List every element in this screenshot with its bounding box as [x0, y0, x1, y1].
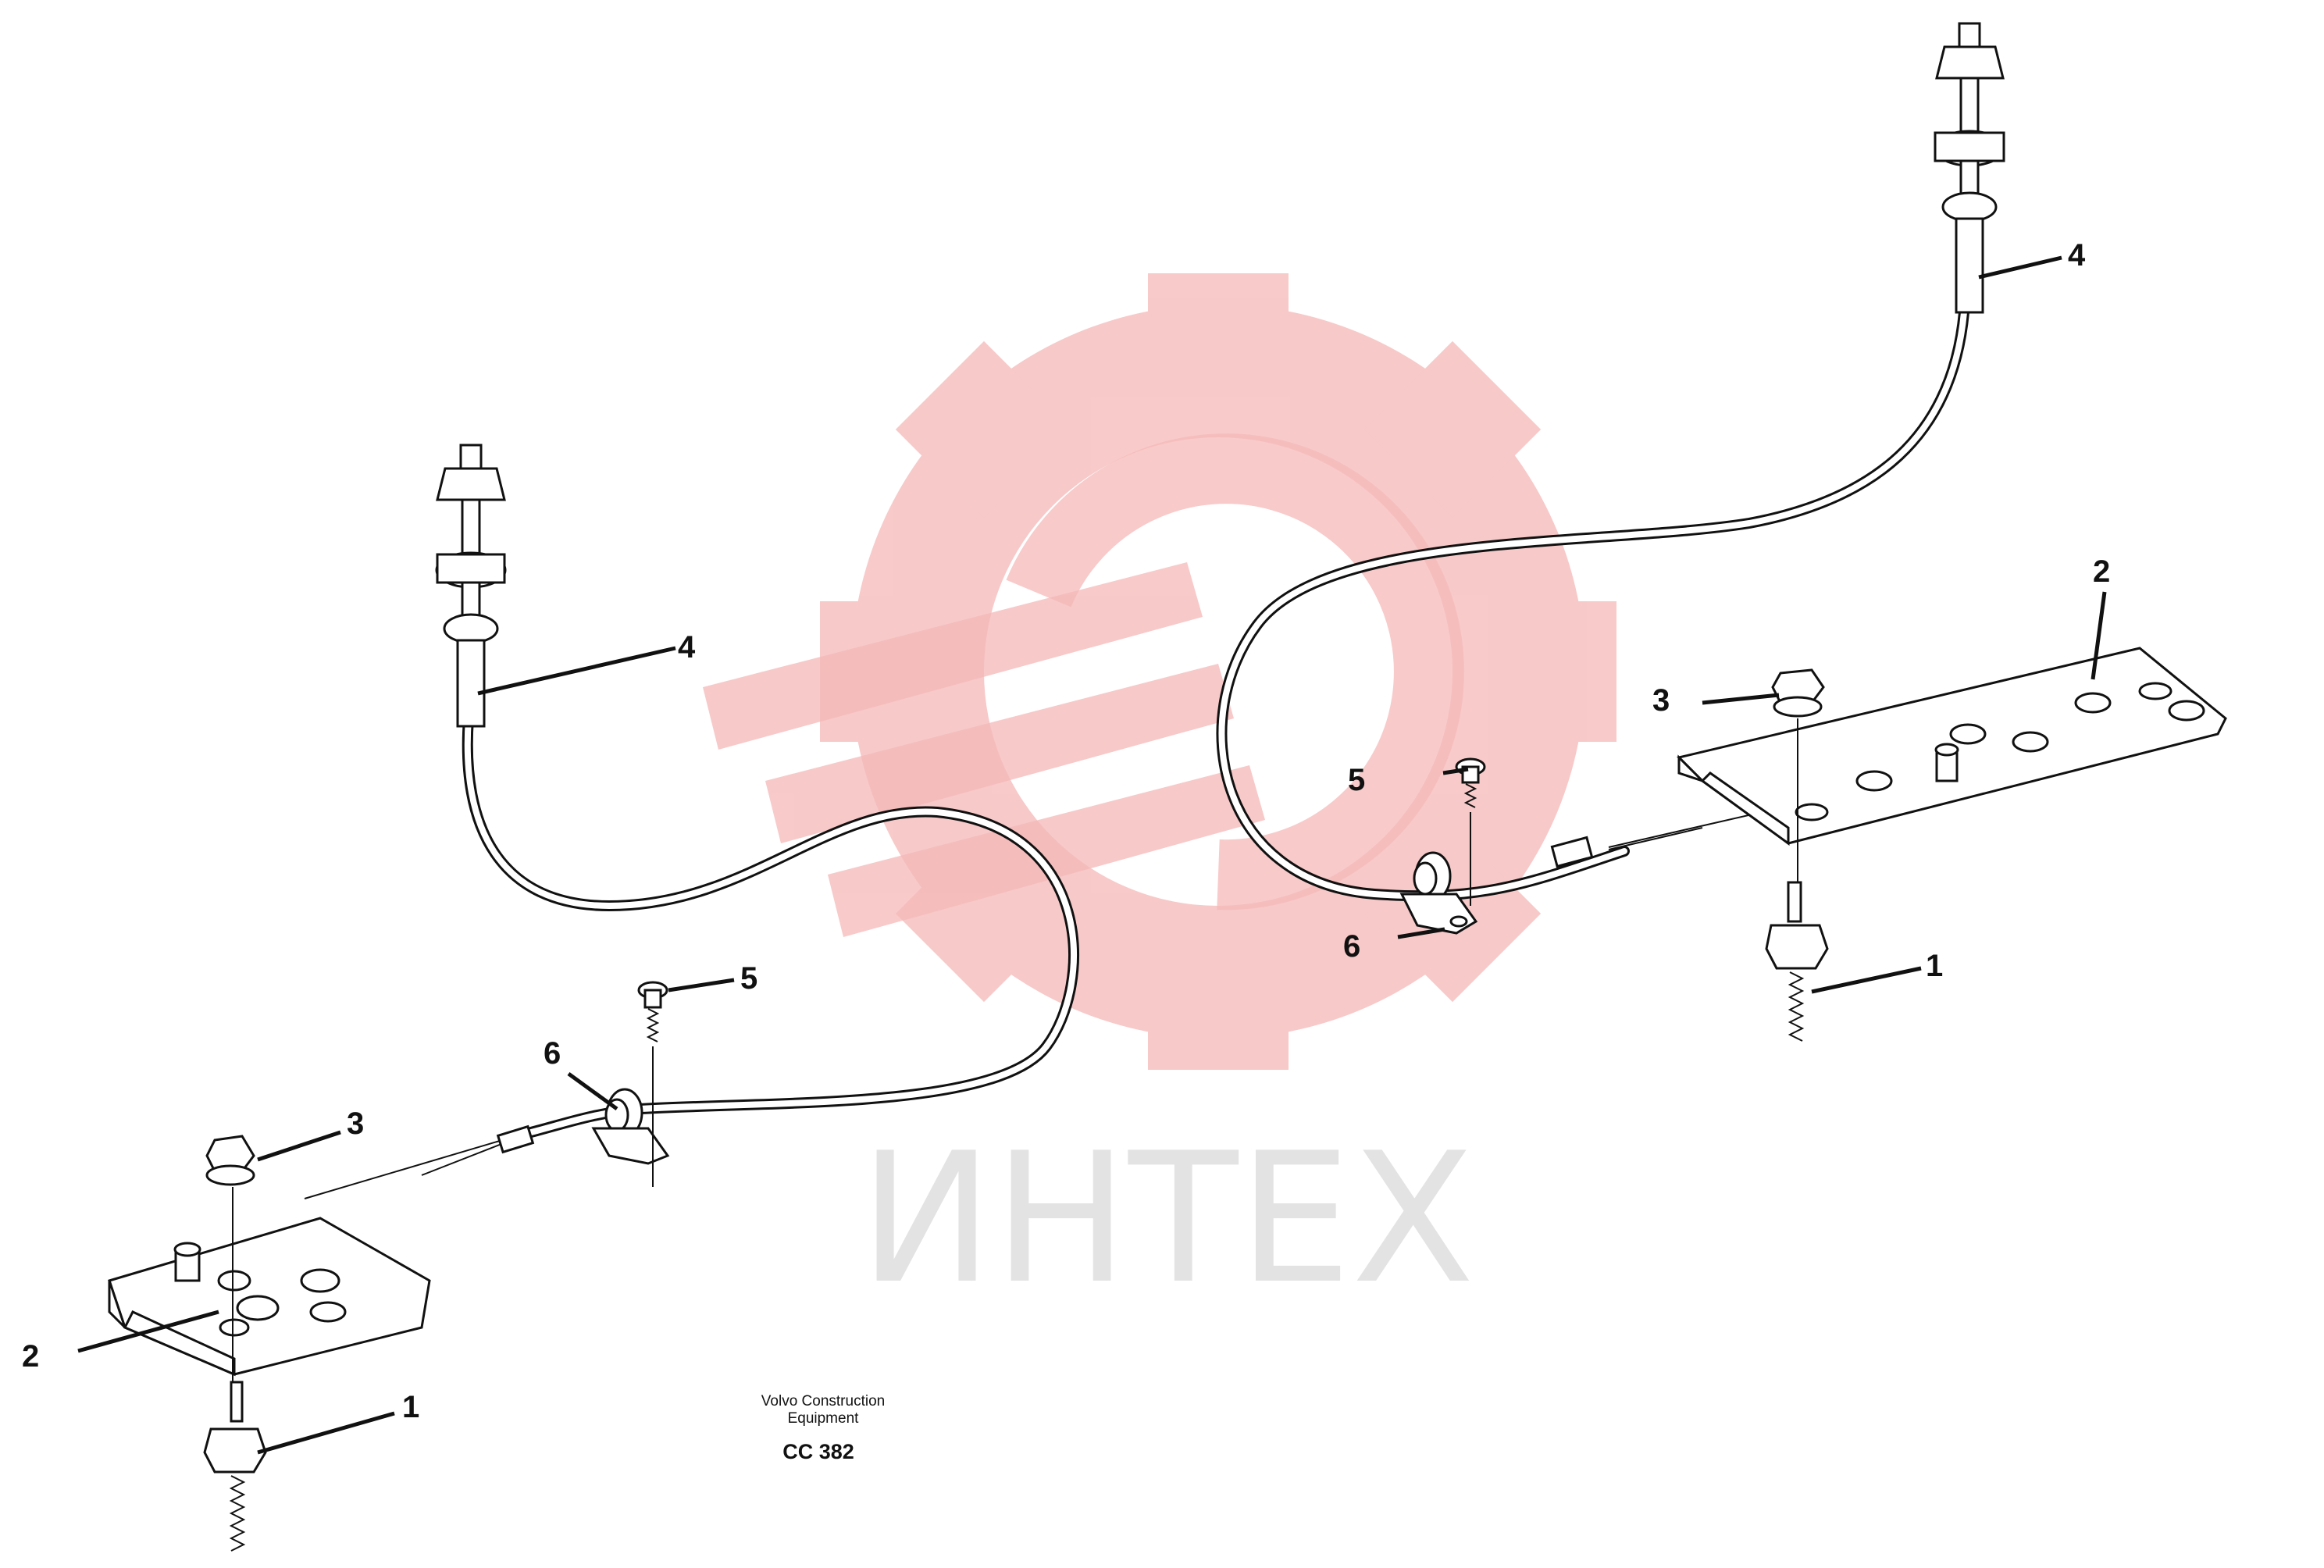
right-bracket-plate [1677, 647, 2227, 846]
callout-right-6: 6 [1343, 929, 1360, 964]
left-control-knob [435, 444, 507, 728]
callout-right-4: 4 [2068, 238, 2086, 273]
leader-lines [77, 255, 2107, 1455]
callout-right-5: 5 [1348, 763, 1365, 797]
callout-left-1: 1 [402, 1390, 419, 1424]
right-nut-top [1771, 668, 1825, 890]
callout-labels: 4 5 6 3 2 1 4 5 6 3 2 1 [22, 238, 2110, 1424]
right-stud-bottom [1765, 881, 1829, 1042]
callout-left-2: 2 [22, 1339, 39, 1374]
left-bracket-plate [108, 1217, 431, 1377]
left-cable-ferrule [496, 1124, 535, 1154]
drawing-code: CC 382 [782, 1440, 854, 1463]
callout-left-3: 3 [347, 1107, 364, 1141]
credit-line-2: Equipment [788, 1410, 860, 1427]
credit-line-1: Volvo Construction [761, 1393, 885, 1409]
left-stud-bottom [203, 1381, 267, 1552]
left-assembly [108, 444, 1079, 1552]
watermark-stripes [703, 562, 1265, 937]
right-cable-ferrule [1550, 836, 1594, 868]
right-control-knob [1934, 22, 2005, 314]
callout-left-4: 4 [678, 630, 696, 665]
left-screw [637, 981, 668, 1187]
callout-right-2: 2 [2093, 554, 2110, 589]
left-clamp [591, 1088, 670, 1165]
left-nut-top [205, 1135, 255, 1390]
credit-block: Volvo Construction Equipment CC 382 [761, 1393, 885, 1463]
right-assembly [1216, 22, 2227, 1042]
callout-left-5: 5 [740, 961, 757, 996]
callout-right-3: 3 [1652, 683, 1670, 718]
watermark-text: ИНТЕХ [859, 1115, 1474, 1324]
watermark: ИНТЕХ [703, 273, 1616, 1324]
callout-right-1: 1 [1926, 949, 1943, 983]
callout-left-6: 6 [544, 1036, 561, 1071]
right-clamp [1399, 851, 1478, 935]
